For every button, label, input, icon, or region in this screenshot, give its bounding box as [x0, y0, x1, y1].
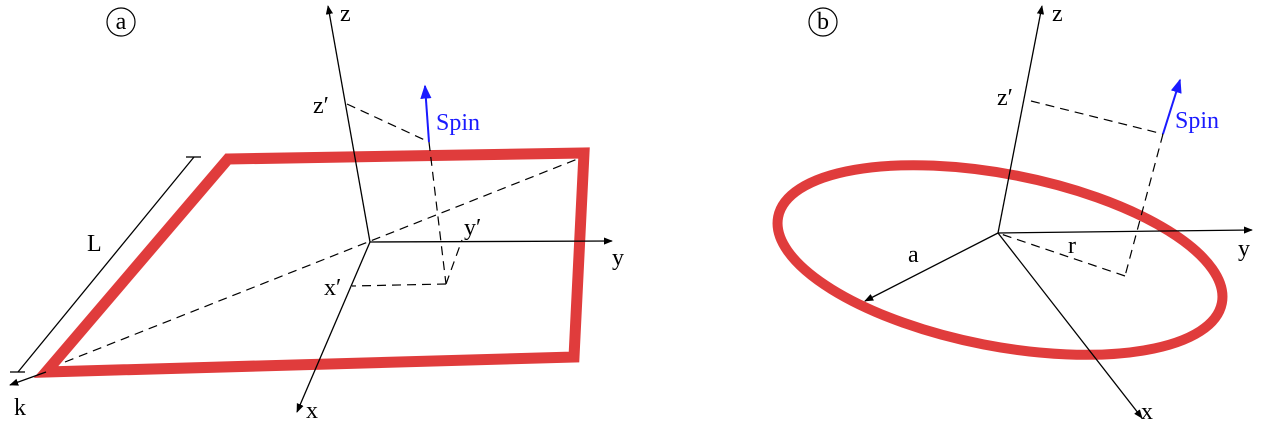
panel-b-marker: b — [808, 7, 838, 37]
panel-a-marker: a — [106, 7, 136, 37]
axis-y-line-b — [997, 226, 1253, 234]
x-prime-projection — [351, 283, 447, 287]
panel-b: b z y x z′ Spin a r — [772, 1, 1253, 425]
axis-x-line-b — [997, 232, 1143, 419]
panel-a-z-label: z — [340, 1, 351, 27]
spin-arrow-b — [1162, 78, 1182, 135]
panel-a-x-label: x — [306, 398, 318, 424]
panel-a: a z y x z′ y′ x′ Spin — [9, 1, 624, 424]
ring-loop — [772, 160, 1228, 360]
panel-a-x-prime-label: x′ — [324, 275, 341, 301]
side-length-label: L — [87, 231, 102, 257]
panel-a-y-prime-label: y′ — [464, 215, 481, 241]
panel-a-y-label: y — [612, 245, 624, 271]
spin-vertical-projection — [428, 141, 447, 285]
panel-b-y-label: y — [1238, 236, 1250, 262]
panel-b-spin-label: Spin — [1175, 108, 1219, 134]
axis-y-line — [369, 237, 613, 245]
square-diagonal — [64, 157, 581, 363]
k-arrow — [9, 371, 47, 386]
k-label: k — [14, 395, 26, 421]
panel-a-marker-letter: a — [116, 9, 127, 35]
z-prime-projection — [346, 103, 430, 143]
panel-b-marker-letter: b — [817, 9, 829, 35]
y-prime-projection — [445, 239, 463, 285]
spin-arrow — [420, 84, 432, 143]
panel-a-z-prime-label: z′ — [313, 93, 329, 119]
panel-a-spin-label: Spin — [436, 110, 480, 136]
square-loop — [33, 147, 590, 378]
radius-arrow — [864, 232, 999, 302]
axis-x-line — [296, 241, 371, 413]
radius-label: a — [908, 242, 919, 268]
length-bar — [10, 156, 201, 373]
panel-b-z-label: z — [1052, 1, 1063, 27]
panel-b-z-prime-label: z′ — [997, 85, 1013, 111]
r-projection — [997, 232, 1126, 277]
spin-vertical-projection-b — [1124, 133, 1164, 277]
axis-z-line-b — [997, 5, 1045, 234]
axis-z-line — [325, 5, 371, 243]
distance-label: r — [1068, 233, 1076, 259]
panel-b-x-label: x — [1141, 399, 1153, 425]
z-prime-projection-b — [1030, 100, 1164, 135]
